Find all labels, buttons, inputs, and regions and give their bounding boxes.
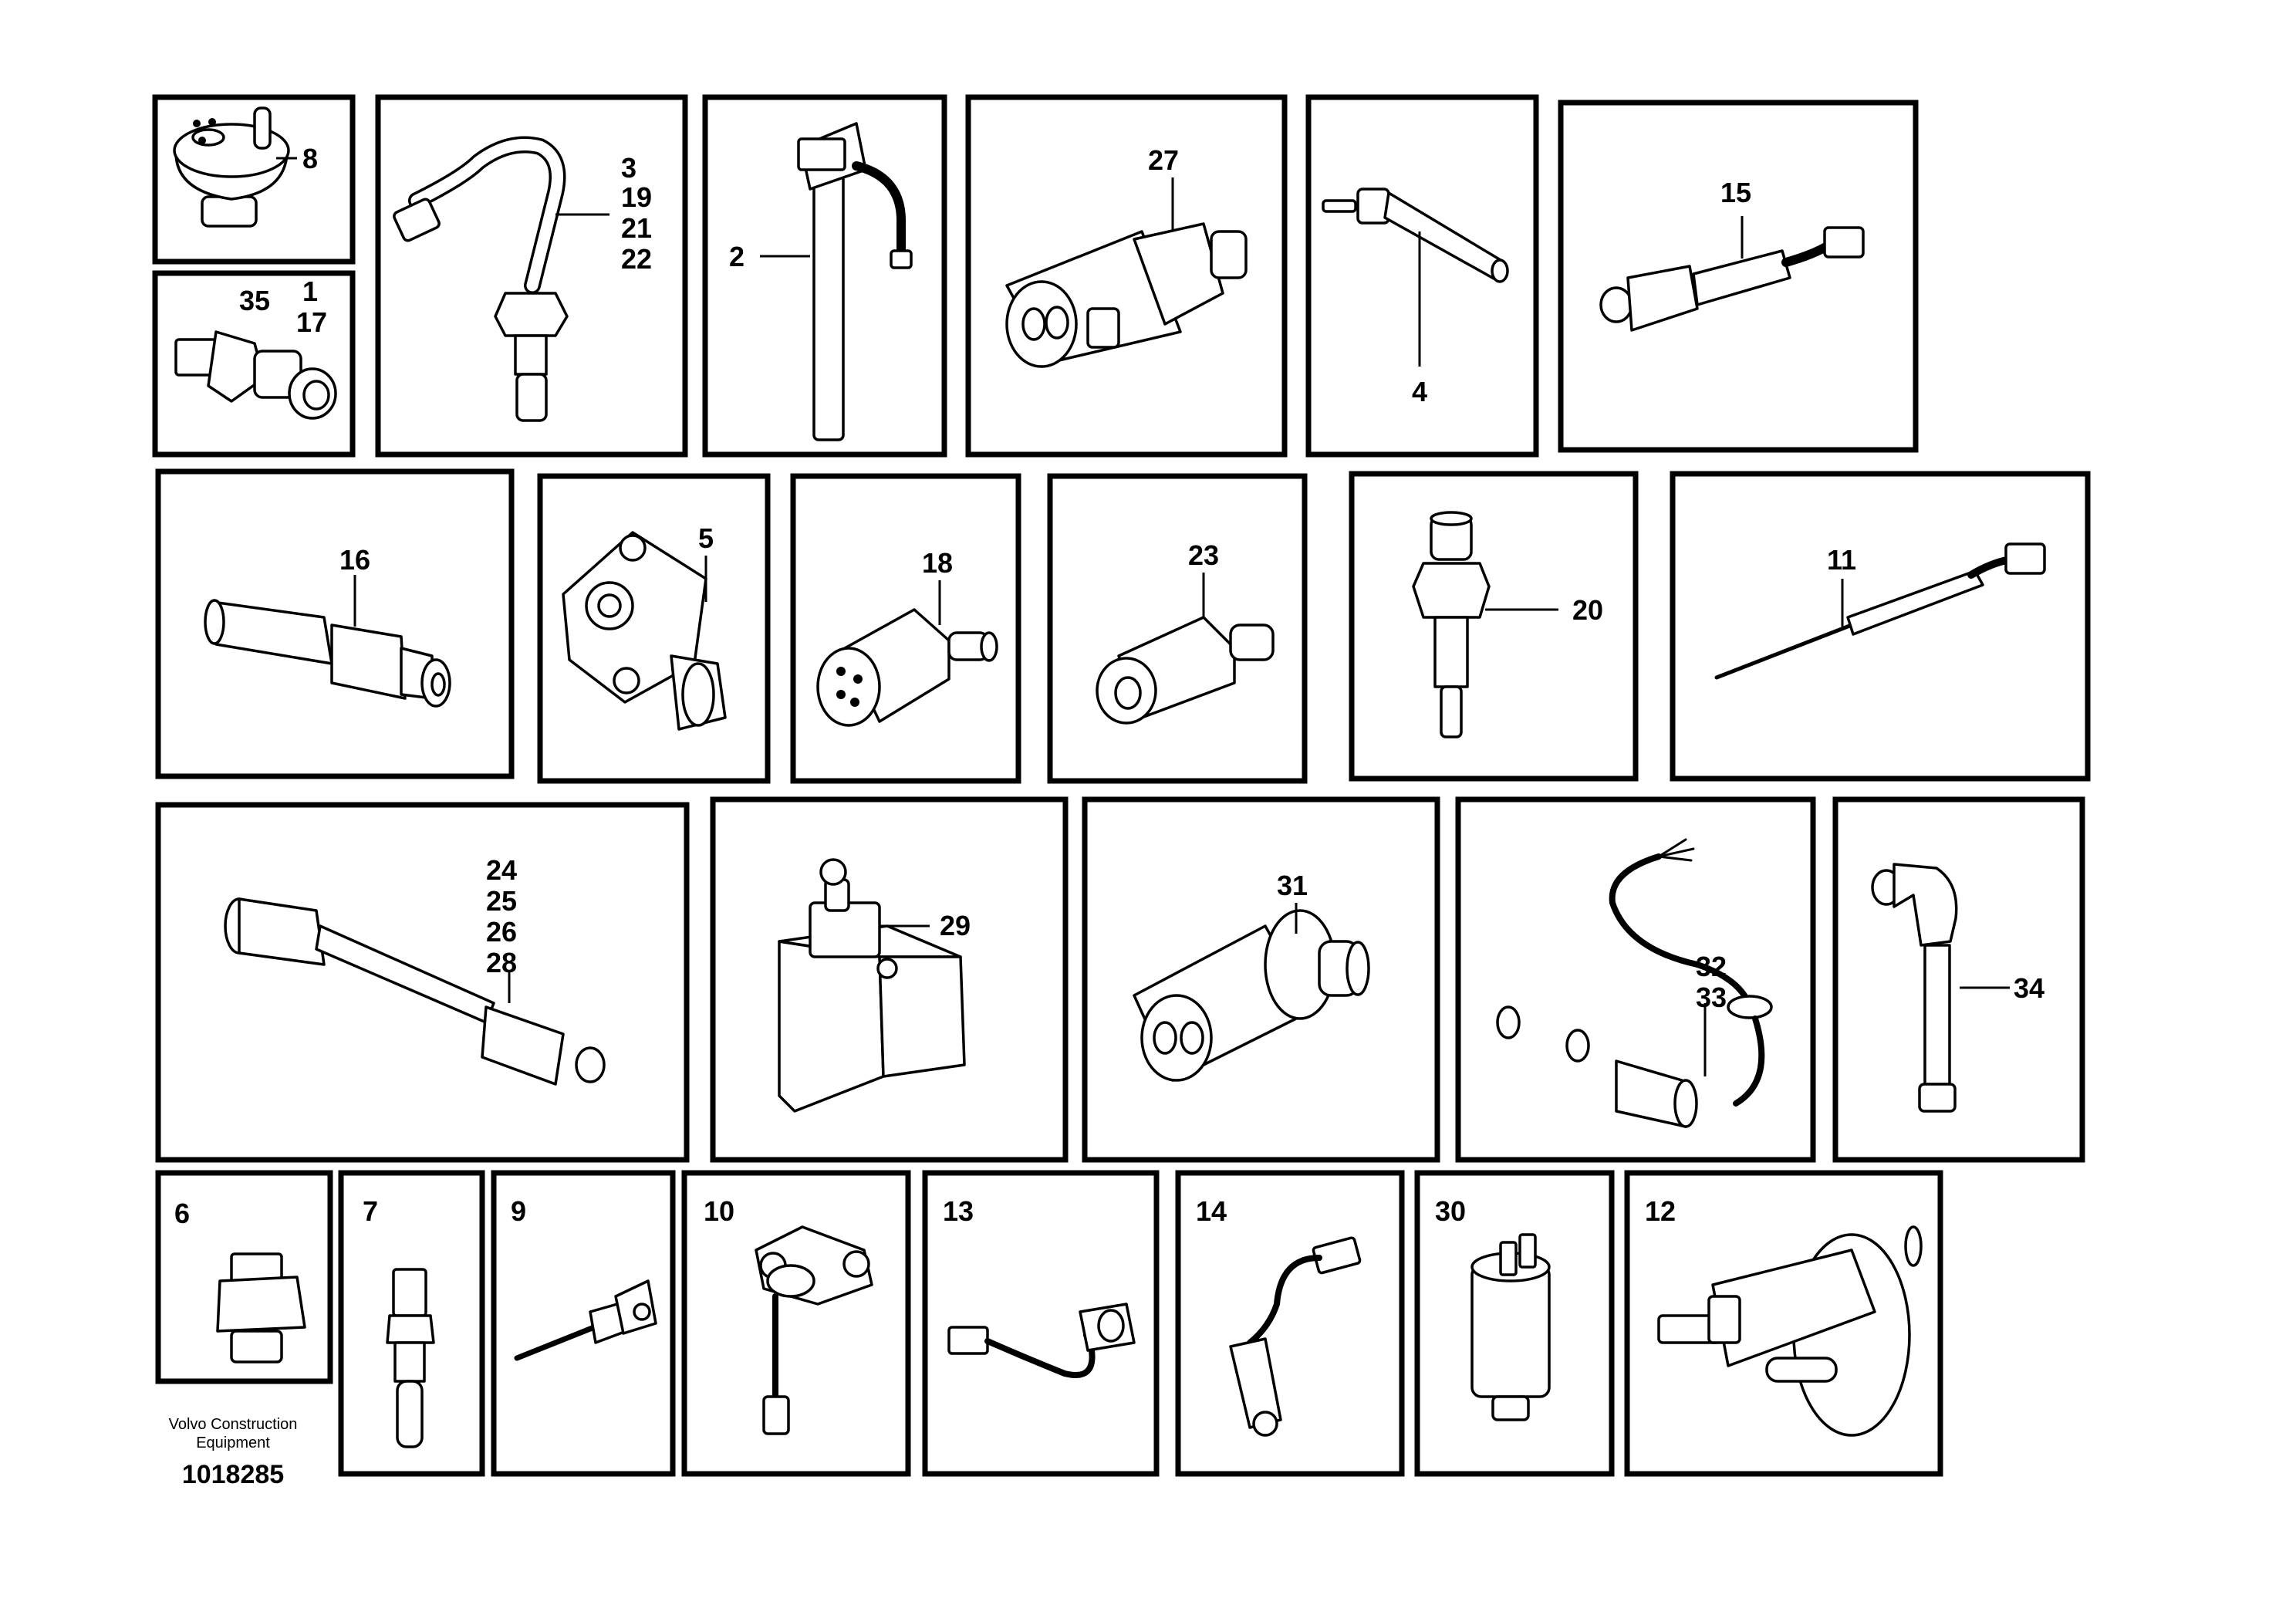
callout-label: 18 [922, 547, 953, 579]
temperature-switch-drawing [216, 1252, 306, 1363]
callout-label: 19 [621, 181, 652, 213]
callout-label: 34 [2014, 972, 2044, 1004]
callout-label: 30 [1435, 1195, 1466, 1227]
angled-sensor-drawing [1871, 863, 2010, 1113]
callout-label: 7 [363, 1195, 378, 1227]
callout-label: 15 [1720, 177, 1751, 208]
solenoid-drawing [778, 858, 966, 1113]
part-box-23: 23 [1047, 473, 1308, 784]
speed-sensor-drawing [1005, 177, 1248, 368]
position-sensor-drawing [755, 1225, 873, 1435]
part-box-5: 5 [537, 473, 771, 784]
callout-label: 29 [940, 910, 971, 941]
callout-label: 10 [704, 1195, 734, 1227]
part-box-13: 13 [922, 1170, 1160, 1477]
part-box-3: 3 19 21 22 [375, 94, 688, 458]
callout-label: 35 [239, 285, 270, 316]
part-box-9: 9 [491, 1170, 676, 1477]
callout-label: 5 [698, 522, 714, 554]
part-box-15: 15 [1558, 100, 1919, 453]
part-box-35: 35 1 17 [152, 270, 356, 458]
temperature-sensor-drawing [393, 136, 609, 422]
level-sensor-drawing [760, 122, 913, 441]
part-box-6: 6 [155, 1170, 333, 1384]
callout-label: 11 [1827, 544, 1856, 576]
part-box-34: 34 [1832, 796, 2085, 1163]
part-box-27: 27 [965, 94, 1288, 458]
pressure-switch-drawing [1470, 1233, 1551, 1421]
callout-label: 2 [729, 241, 745, 272]
pressure-switch-drawing [173, 106, 297, 228]
callout-label: 24 [486, 854, 517, 886]
callout-label: 1 [302, 275, 318, 307]
part-box-31: 31 [1082, 796, 1440, 1163]
sensor-drawing [1096, 573, 1275, 725]
callout-label: 6 [174, 1198, 190, 1229]
callout-label: 14 [1196, 1195, 1227, 1227]
callout-label: 17 [296, 306, 327, 338]
part-box-7: 7 [338, 1170, 485, 1477]
sensor-probe-drawing [514, 1279, 657, 1361]
callout-label: 26 [486, 916, 517, 948]
part-box-14: 14 [1175, 1170, 1405, 1477]
callout-label: 22 [621, 243, 652, 275]
callout-label: 9 [511, 1195, 526, 1227]
callout-label: 3 [621, 152, 636, 184]
throttle-sensor-drawing [562, 531, 727, 731]
callout-label: 25 [486, 885, 517, 917]
speed-sensor-long-drawing [224, 897, 606, 1086]
pressure-sensor-drawing [816, 580, 998, 727]
callout-label: 33 [1696, 982, 1727, 1013]
callout-label: 4 [1412, 376, 1427, 407]
sensor-kit-drawing [1496, 838, 1773, 1128]
part-box-10: 10 [681, 1170, 911, 1477]
part-box-30: 30 [1414, 1170, 1615, 1477]
temperature-sensor-drawing [386, 1268, 435, 1448]
callout-label: 31 [1277, 870, 1308, 901]
temperature-probe-drawing [1322, 188, 1509, 367]
callout-label: 13 [943, 1195, 974, 1227]
document-number: 1018285 [182, 1460, 284, 1489]
temperature-sender-drawing [1412, 511, 1558, 738]
part-box-18: 18 [790, 473, 1021, 784]
oxygen-sensor-drawing [204, 575, 451, 708]
callout-label: 28 [486, 947, 517, 978]
part-box-2: 2 [702, 94, 947, 458]
part-box-11: 11 [1670, 471, 2091, 782]
sensor-with-cable-drawing [1599, 216, 1865, 332]
part-box-32: 32 33 [1455, 796, 1816, 1163]
callout-label: 20 [1572, 594, 1603, 626]
manufacturer-line-2: Equipment [196, 1434, 270, 1451]
callout-label: 21 [621, 212, 652, 244]
part-box-4: 4 [1305, 94, 1539, 458]
part-box-20: 20 [1349, 471, 1639, 782]
part-box-8: 8 [152, 94, 356, 265]
cam-sensor-drawing [1229, 1236, 1362, 1437]
manufacturer-line-1: Volvo Construction [169, 1416, 298, 1433]
crank-sensor-drawing [947, 1303, 1136, 1378]
callout-label: 23 [1188, 539, 1219, 571]
callout-label: 16 [339, 544, 370, 576]
probe-with-cable-drawing [1714, 542, 2046, 680]
speed-sensor-drawing [1133, 903, 1370, 1082]
callout-label: 32 [1696, 951, 1727, 982]
callout-label: 27 [1148, 144, 1179, 176]
part-box-24: 24 25 26 28 [155, 802, 690, 1163]
electric-heater-drawing [1657, 1225, 1923, 1437]
part-box-16: 16 [155, 468, 515, 779]
part-box-12: 12 [1624, 1170, 1943, 1477]
callout-label: 8 [302, 143, 318, 174]
callout-label: 12 [1645, 1195, 1676, 1227]
pressure-sensor-drawing [174, 330, 337, 420]
part-box-29: 29 [710, 796, 1069, 1163]
